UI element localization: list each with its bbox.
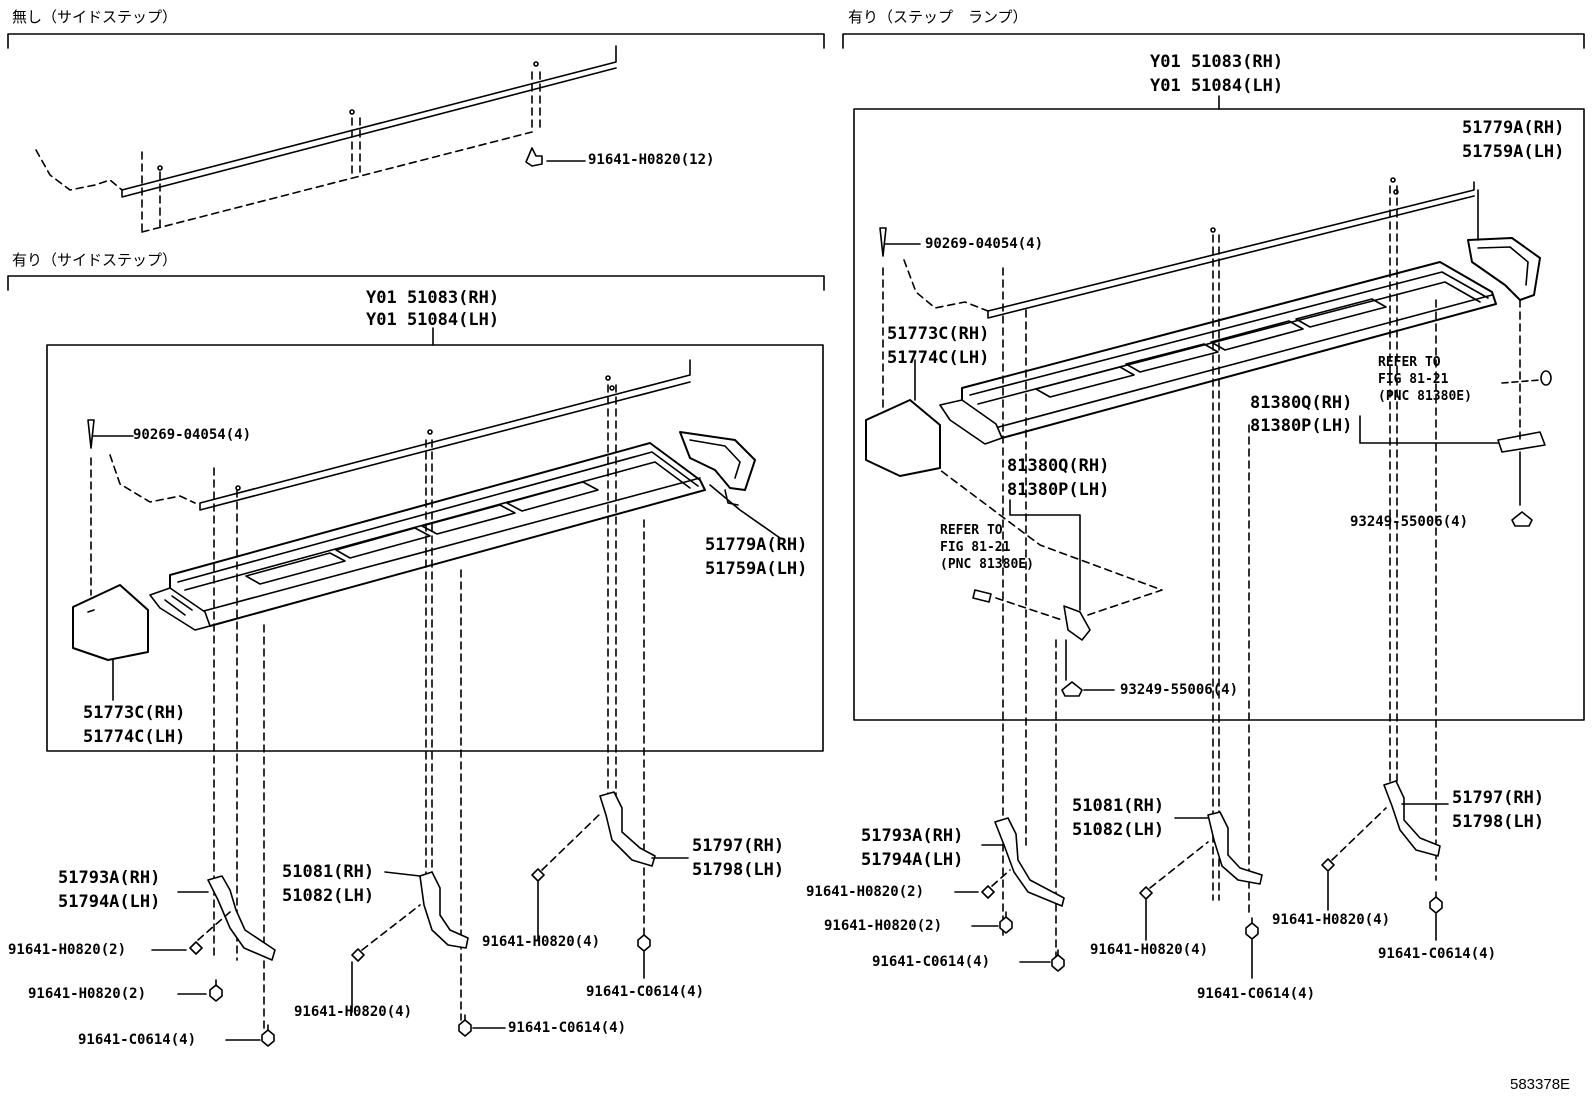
part-label: 90269-04054(4) [133, 427, 252, 443]
part-label: 91641-H0820(12) [588, 152, 715, 168]
bracket-rear-right [1383, 780, 1449, 857]
part-label: 91641-C0614(4) [586, 984, 705, 1000]
part-label: 91641-H0820(2) [806, 884, 925, 900]
part-label-assembly: Y01 51084(LH) [366, 310, 500, 330]
part-label: 91641-C0614(4) [872, 954, 991, 970]
side-step-right [939, 261, 1497, 445]
part-label: 51779A(RH) [705, 535, 808, 555]
bracket-rear-left [599, 791, 689, 867]
section-title-no-side-step: 無し（サイドステップ） [12, 8, 178, 26]
part-label: 51798(LH) [692, 860, 785, 880]
part-label: 93249-55006(4) [1120, 682, 1239, 698]
bracket-front-left [177, 875, 276, 961]
part-label: 91641-C0614(4) [78, 1032, 197, 1048]
part-label: 90269-04054(4) [925, 236, 1044, 252]
rail-top-left [35, 45, 617, 233]
part-label: 51081(RH) [282, 862, 375, 882]
part-label: 51797(RH) [1452, 788, 1545, 808]
end-cap-front-right [865, 359, 941, 477]
part-label: 91641-H0820(2) [824, 918, 943, 934]
part-label: 51082(LH) [1072, 820, 1165, 840]
bracket-front-right [981, 817, 1065, 907]
rail-left-assembly [87, 359, 691, 511]
bracket-center-left [384, 871, 469, 949]
part-label: 51082(LH) [282, 886, 375, 906]
part-label: 91641-C0614(4) [508, 1020, 627, 1036]
part-label: 81380Q(RH) [1007, 456, 1110, 476]
end-cap-rear-right [1467, 189, 1541, 301]
section-title-with-side-step: 有り（サイドステップ） [12, 251, 178, 269]
part-label: 51773C(RH) [83, 703, 186, 723]
lamp-front-right [939, 469, 1163, 697]
part-label: 91641-C0614(4) [1378, 946, 1497, 962]
part-label: 51759A(LH) [1462, 142, 1565, 162]
part-label: 51793A(RH) [861, 826, 964, 846]
part-label: 51793A(RH) [58, 868, 161, 888]
figure-number: 583378E [1510, 1076, 1571, 1093]
part-label: 81380Q(RH) [1250, 393, 1353, 413]
section-bracket-mid-left [7, 275, 825, 291]
end-cap-rear-left [679, 431, 781, 539]
rail-right-assembly [879, 181, 1475, 319]
part-label: 81380P(LH) [1250, 416, 1353, 436]
section-bracket-right [842, 33, 1585, 49]
part-label: 51774C(LH) [887, 348, 990, 368]
part-label: 91641-H0820(4) [482, 934, 601, 950]
lamp-rear-right [1359, 370, 1552, 527]
part-label-assembly: Y01 51083(RH) [366, 288, 500, 308]
bolts-left [151, 811, 651, 1047]
part-label: 51779A(RH) [1462, 118, 1565, 138]
part-label: 51798(LH) [1452, 812, 1545, 832]
end-cap-front-left [72, 584, 149, 701]
part-label: 51774C(LH) [83, 727, 186, 747]
part-label: 91641-H0820(4) [1272, 912, 1391, 928]
part-label: 51773C(RH) [887, 324, 990, 344]
part-label: 81380P(LH) [1007, 480, 1110, 500]
part-label: 91641-C0614(4) [1197, 986, 1316, 1002]
side-step-left [149, 442, 706, 631]
part-label: 91641-H0820(4) [294, 1004, 413, 1020]
part-label: 91641-H0820(2) [8, 942, 127, 958]
bolts-right [954, 807, 1443, 979]
part-label: 51794A(LH) [861, 850, 964, 870]
part-label: 51794A(LH) [58, 892, 161, 912]
part-label: 91641-H0820(2) [28, 986, 147, 1002]
part-label: 51081(RH) [1072, 796, 1165, 816]
part-label: 51759A(LH) [705, 559, 808, 579]
bracket-center-right [1174, 811, 1263, 885]
part-label-assembly: Y01 51084(LH) [1150, 76, 1284, 96]
part-label: 93249-55006(4) [1350, 514, 1469, 530]
part-label-assembly: Y01 51083(RH) [1150, 52, 1284, 72]
assembly-box-left [46, 344, 824, 752]
leader-dashes-right [882, 185, 1521, 961]
part-label: 91641-H0820(4) [1090, 942, 1209, 958]
part-label: 51797(RH) [692, 836, 785, 856]
section-bracket-top-left [7, 33, 825, 49]
section-title-with-step-lamp: 有り（ステップ ランプ） [848, 8, 1028, 26]
